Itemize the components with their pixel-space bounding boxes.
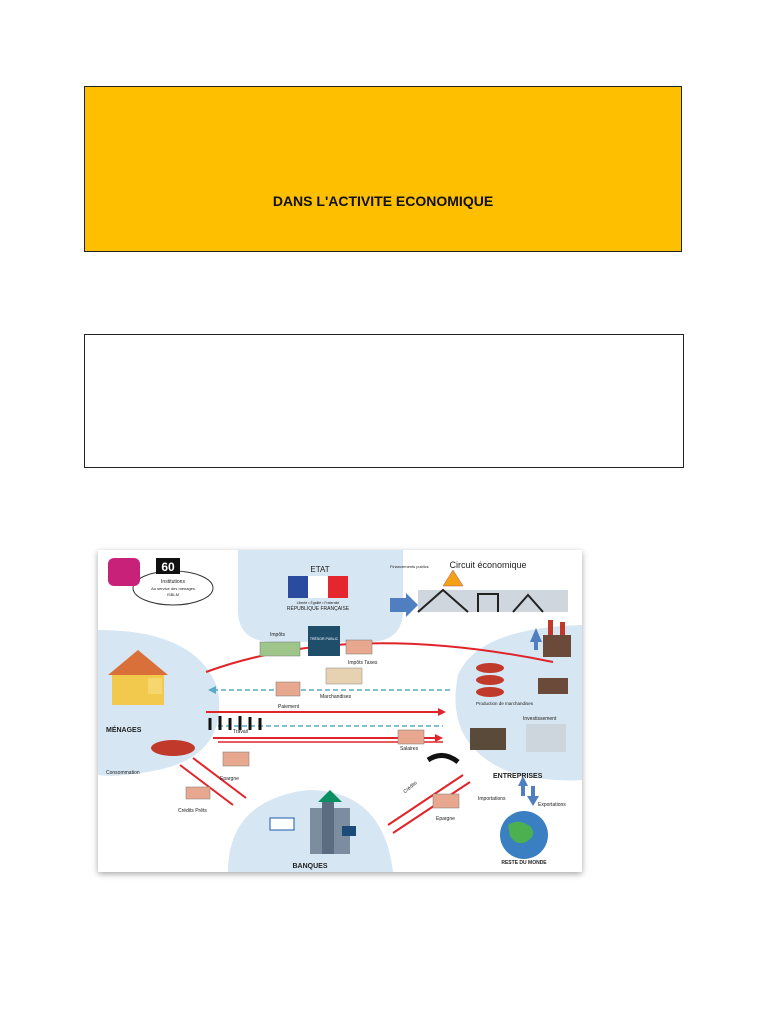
marchandises-label: Marchandises [320, 694, 352, 700]
institutions-line3: ISBLM [167, 592, 179, 597]
salaires-label: Salaires [400, 746, 419, 752]
car-icon [151, 740, 195, 756]
epargne-entreprises-label: Epargne [436, 816, 455, 822]
production-label: Production de marchandises [476, 701, 534, 706]
paiement-arrow-icon [438, 708, 446, 716]
house-roof-icon [108, 650, 168, 675]
exportations-label: Exportations [538, 802, 566, 808]
tresor-building-icon [308, 626, 340, 656]
chimney-icon [560, 622, 565, 635]
financements-arrow-icon [390, 593, 418, 617]
banques-label: BANQUES [292, 863, 327, 870]
car-icon [476, 687, 504, 697]
institutions-badge-text: 60 [161, 560, 175, 574]
financements-label: Financements publics [390, 564, 429, 569]
credits-prets-line [179, 764, 234, 806]
flag-white [308, 576, 328, 598]
up-arrow-icon [530, 628, 542, 650]
etat-label: ETAT [310, 565, 329, 574]
menages-label: MÉNAGES [106, 725, 142, 734]
factory-icon [543, 635, 571, 657]
flag-blue [288, 576, 308, 598]
institutions-line2: Au service des ménages [151, 586, 195, 591]
bank-logo-icon [342, 826, 356, 836]
diagram-title: Circuit économique [449, 560, 526, 570]
impots-label: Impôts [270, 632, 286, 638]
epargne-entreprises-line [392, 781, 471, 834]
machines-icon [526, 724, 566, 752]
globe-land [508, 821, 534, 844]
banknote-icon [222, 751, 250, 767]
credits-prets-label: Crédits Prêts [178, 808, 207, 814]
importations-arrow-icon [518, 776, 528, 796]
car-icon [476, 663, 504, 673]
paiement-label: Paiement [278, 704, 300, 710]
devise-label: Liberté • Égalité • Fraternité [297, 600, 340, 605]
bank-tower-icon [322, 800, 334, 854]
title-banner: DANS L'ACTIVITE ECONOMIQUE [84, 86, 682, 252]
banknote-icon [275, 681, 301, 697]
goods-boxes-icon [325, 667, 363, 685]
epargne-menages-line [192, 757, 247, 799]
importations-label: Importations [478, 796, 506, 802]
credit-agricole-logo-icon [318, 790, 342, 802]
exportations-arrow-icon [527, 786, 539, 806]
page-title: DANS L'ACTIVITE ECONOMIQUE [272, 193, 494, 209]
travail-arrow-icon [435, 734, 443, 742]
handshake-icon [426, 753, 460, 765]
reste-monde-label: RESTE DU MONDE [501, 860, 547, 866]
tresor-label: TRÉSOR PUBLIC [310, 636, 339, 641]
banknote-icon [259, 641, 301, 657]
marchandises-arrow-icon [208, 686, 216, 694]
investissement-label: Investissement [523, 716, 557, 722]
car-icon [476, 675, 504, 685]
diagram-canvas: 60 Institutions Au service des ménages I… [98, 550, 582, 872]
factory-icon [538, 678, 568, 694]
institutions-logo [108, 558, 140, 586]
credits-line [387, 774, 464, 826]
family-icon [148, 678, 162, 694]
entreprises-label: ENTREPRISES [493, 773, 543, 780]
travail-label: Travail [233, 729, 248, 735]
flag-red [328, 576, 348, 598]
epargne-menages-label: Epargne [220, 776, 239, 782]
economic-circuit-diagram: 60 Institutions Au service des ménages I… [98, 550, 582, 872]
empty-text-box [84, 334, 684, 468]
construction-silhouettes [417, 588, 544, 613]
impots-taxes-label: Impôts Taxes [348, 660, 378, 666]
banknote-icon [397, 729, 425, 745]
institutions-line1: Institutions [161, 579, 185, 585]
workers-silhouettes [208, 716, 262, 730]
republique-label: RÉPUBLIQUE FRANÇAISE [287, 605, 350, 612]
institutions-badge [156, 558, 180, 574]
factory-icon [470, 728, 506, 750]
banknote-icon [345, 639, 373, 655]
chimney-icon [548, 620, 553, 635]
banknote-icon [185, 786, 211, 800]
construction-scene [418, 590, 568, 612]
cic-logo-icon [269, 817, 295, 831]
banknote-icon [432, 793, 460, 809]
consommation-label: Consommation [106, 770, 140, 776]
credits-label: Crédits [402, 780, 418, 795]
warning-sign-icon [442, 569, 464, 587]
